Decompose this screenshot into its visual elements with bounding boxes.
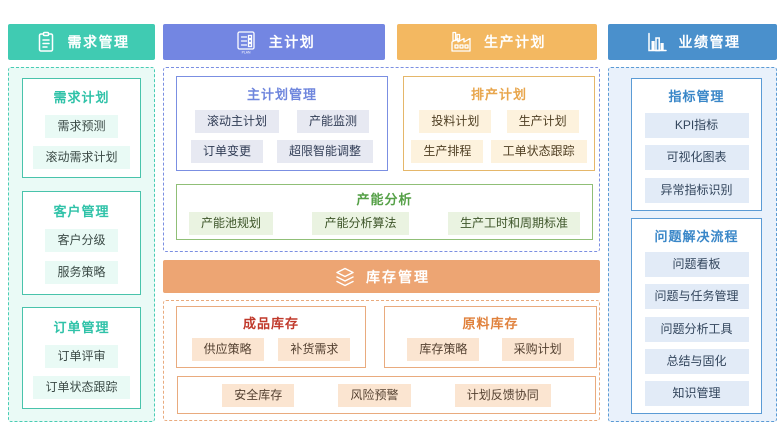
chip-row: 滚动主计划 产能监测 <box>177 110 387 133</box>
module-chip: 库存策略 <box>407 338 480 361</box>
header-demand-management: 需求管理 <box>8 24 155 60</box>
chip-row: 库存策略 采购计划 <box>385 338 596 361</box>
group-customer-management: 客户管理 客户分级 服务策略 <box>22 190 141 295</box>
module-chip: 供应策略 <box>191 338 264 361</box>
module-chip: 订单变更 <box>190 140 263 163</box>
group-title: 排产计划 <box>470 87 527 102</box>
header-master-plan: PLAN 主计划 <box>163 24 385 60</box>
module-chip: 订单评审 <box>45 344 118 368</box>
layers-icon <box>333 265 357 289</box>
module-chip: 订单状态跟踪 <box>33 376 130 400</box>
group-title: 原料库存 <box>462 316 519 331</box>
module-chip: 滚动需求计划 <box>33 145 130 169</box>
module-chip: 风险预警 <box>338 383 411 407</box>
chip-row: 生产排程 工单状态跟踪 <box>404 140 594 163</box>
module-chip: 补货需求 <box>278 338 351 361</box>
group-title: 订单管理 <box>53 319 110 335</box>
module-chip: 产能分析算法 <box>312 212 409 235</box>
group-title: 指标管理 <box>668 89 725 105</box>
group-title: 产能分析 <box>356 192 413 207</box>
module-chip: 生产工时和周期标准 <box>447 212 580 235</box>
group-title: 问题解决流程 <box>654 229 739 245</box>
group-scheduling-plan: 排产计划 投料计划 生产计划 生产排程 工单状态跟踪 <box>403 76 595 171</box>
group-capacity-analysis: 产能分析 产能池规划 产能分析算法 生产工时和周期标准 <box>176 184 593 240</box>
module-chip: KPI指标 <box>644 112 749 138</box>
performance-column: 指标管理 KPI指标 可视化图表 异常指标识别 问题解决流程 问题看板 问题与任… <box>608 67 777 422</box>
module-chip: 采购计划 <box>501 338 574 361</box>
module-chip: 计划反馈协同 <box>454 383 551 407</box>
planning-column: 主计划管理 滚动主计划 产能监测 订单变更 超限智能调整 排产计划 投料计划 生… <box>163 67 600 252</box>
header-production-plan: 生产计划 <box>397 24 597 60</box>
group-title: 主计划管理 <box>246 87 317 102</box>
bar-chart-icon <box>645 30 669 54</box>
module-chip: 可视化图表 <box>644 145 749 171</box>
header-label: 业绩管理 <box>678 34 741 50</box>
module-chip: 客户分级 <box>45 229 118 252</box>
module-chip: 总结与固化 <box>644 348 749 374</box>
group-indicator-management: 指标管理 KPI指标 可视化图表 异常指标识别 <box>631 78 762 211</box>
clipboard-plan-icon: PLAN <box>233 29 259 55</box>
group-title: 客户管理 <box>53 203 110 219</box>
header-label: 主计划 <box>268 34 316 50</box>
module-chip: 问题看板 <box>644 252 749 278</box>
module-chip: 问题分析工具 <box>644 316 749 342</box>
inventory-area: 成品库存 供应策略 补货需求 原料库存 库存策略 采购计划 安全库存 风险预警 … <box>163 300 600 421</box>
header-performance-management: 业绩管理 <box>608 24 777 60</box>
module-chip: 异常指标识别 <box>644 177 749 203</box>
module-chip: 生产排程 <box>411 140 484 163</box>
chip-row: 产能池规划 产能分析算法 生产工时和周期标准 <box>177 212 592 235</box>
group-problem-solving-process: 问题解决流程 问题看板 问题与任务管理 问题分析工具 总结与固化 知识管理 <box>631 218 762 414</box>
clipboard-list-icon <box>34 30 58 54</box>
header-label: 库存管理 <box>366 268 430 285</box>
module-chip: 生产计划 <box>506 110 579 133</box>
header-inventory-management: 库存管理 <box>163 260 600 293</box>
module-chip: 需求预测 <box>45 114 118 138</box>
module-chip: 工单状态跟踪 <box>490 140 587 163</box>
group-order-management: 订单管理 订单评审 订单状态跟踪 <box>22 307 141 409</box>
module-chip: 超限智能调整 <box>276 140 373 163</box>
group-raw-material-inventory: 原料库存 库存策略 采购计划 <box>384 306 597 368</box>
header-label: 生产计划 <box>484 34 546 50</box>
chip-row: 供应策略 补货需求 <box>177 338 365 361</box>
demand-column: 需求计划 需求预测 滚动需求计划 客户管理 客户分级 服务策略 订单管理 订单评… <box>8 67 155 422</box>
group-title: 需求计划 <box>53 90 110 106</box>
module-chip: 服务策略 <box>45 261 118 285</box>
module-chip: 产能监测 <box>296 110 369 133</box>
group-finished-goods-inventory: 成品库存 供应策略 补货需求 <box>176 306 366 368</box>
chip-row: 订单变更 超限智能调整 <box>177 140 387 163</box>
group-master-plan-management: 主计划管理 滚动主计划 产能监测 订单变更 超限智能调整 <box>176 76 388 171</box>
factory-icon <box>448 29 474 55</box>
group-title: 成品库存 <box>242 316 299 331</box>
module-chip: 知识管理 <box>644 380 749 406</box>
chip-row: 投料计划 生产计划 <box>404 110 594 133</box>
module-chip: 问题与任务管理 <box>644 284 749 310</box>
svg-text:PLAN: PLAN <box>241 51 250 55</box>
group-demand-plan: 需求计划 需求预测 滚动需求计划 <box>22 78 141 178</box>
module-chip: 安全库存 <box>222 383 295 407</box>
header-label: 需求管理 <box>67 34 130 50</box>
module-chip: 滚动主计划 <box>194 110 279 133</box>
module-chip: 投料计划 <box>419 110 492 133</box>
inventory-bottom-strip: 安全库存 风险预警 计划反馈协同 <box>177 376 596 414</box>
module-chip: 产能池规划 <box>189 212 274 235</box>
